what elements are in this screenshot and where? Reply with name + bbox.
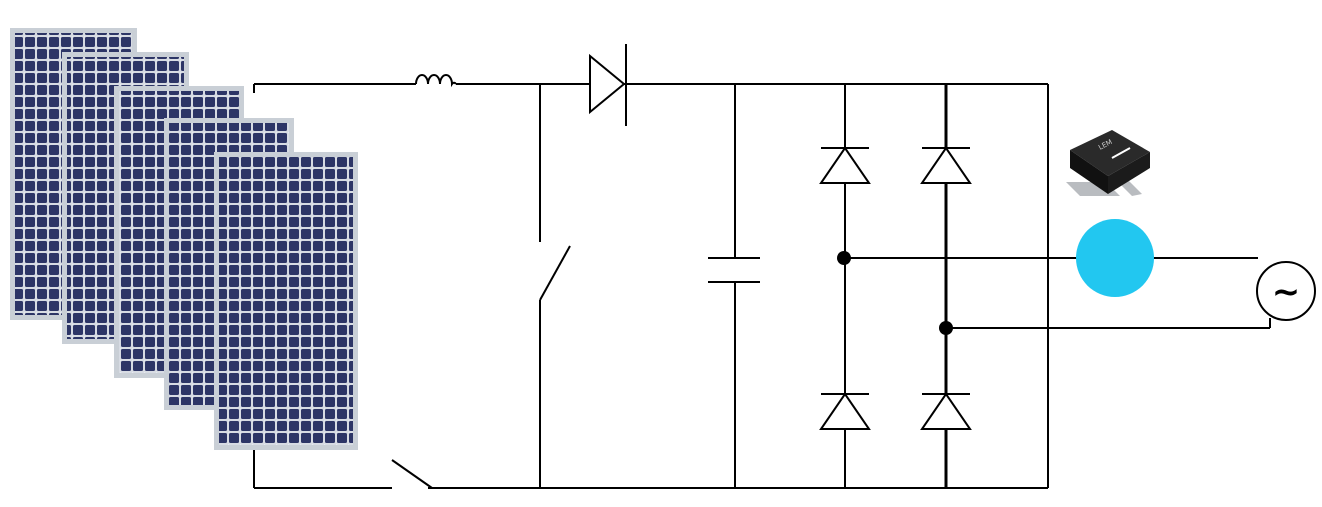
inductor	[415, 74, 457, 88]
bottom-switch-blade	[391, 459, 433, 489]
bridge-diode-2-top	[920, 146, 972, 184]
bridge-leg-2	[920, 84, 972, 488]
dc-link-capacitor	[708, 84, 760, 488]
bridge-diode-2-bottom	[920, 392, 972, 430]
ac-source-symbol: ~	[1272, 272, 1301, 312]
ac-output-wires	[844, 257, 1271, 329]
bridge-diode-1-bottom	[819, 392, 871, 430]
ac-source: ~	[1256, 261, 1316, 321]
solar-panel-array	[10, 28, 358, 450]
current-sensor-marker	[1076, 219, 1154, 297]
boost-switch	[539, 84, 571, 488]
boost-diode	[589, 44, 627, 126]
top-bus-wire	[254, 74, 1048, 88]
bridge-leg-1	[819, 84, 871, 488]
bridge-diode-1-top	[819, 146, 871, 184]
solar-panel	[214, 152, 358, 450]
bottom-bus-wire	[254, 459, 1048, 489]
current-sensor-chip: LEM	[1066, 130, 1150, 196]
